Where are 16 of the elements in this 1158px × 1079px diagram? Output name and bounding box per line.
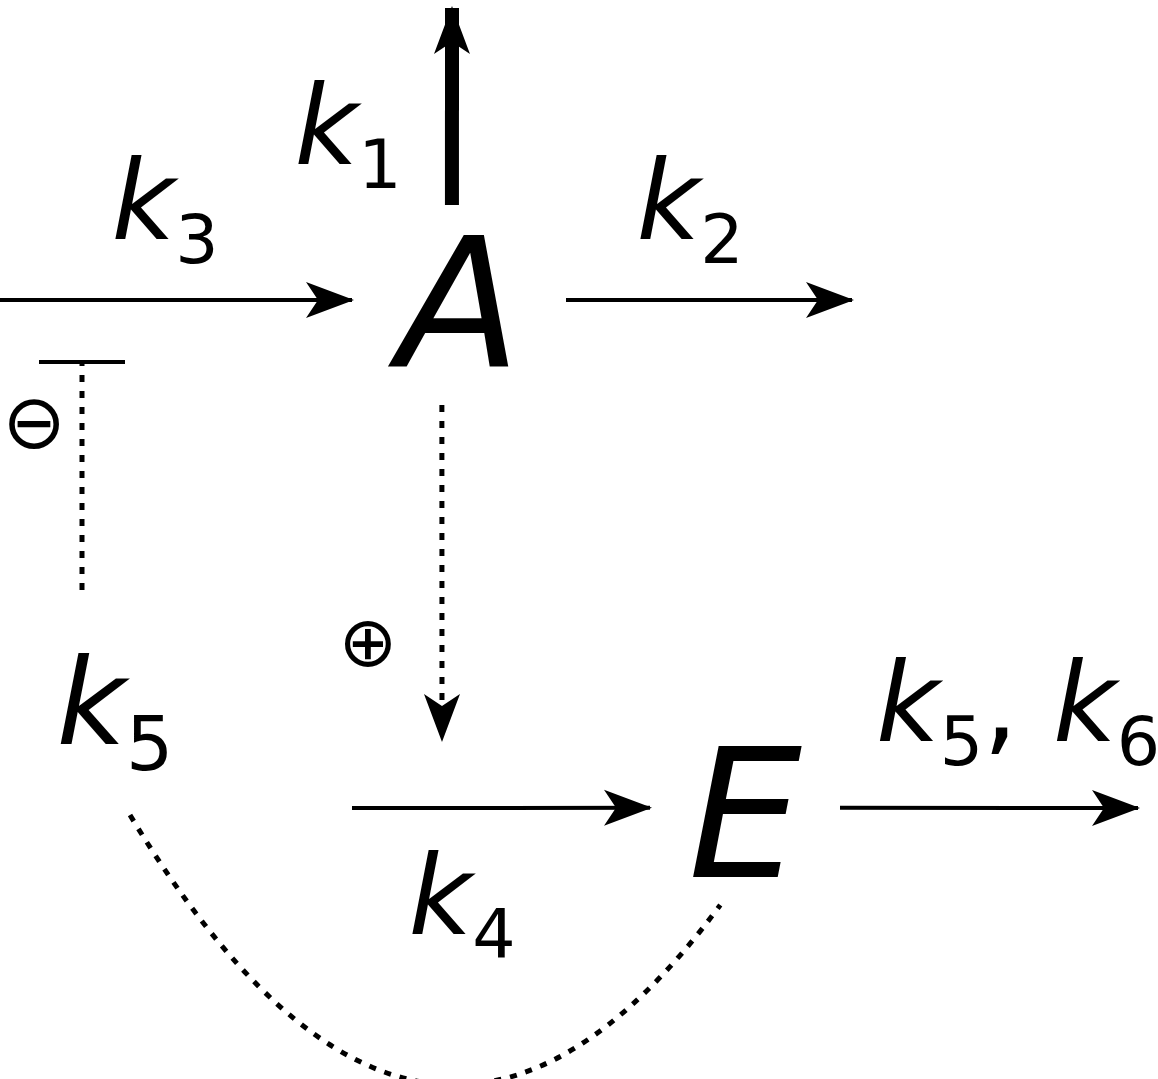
edge-label: k$_{1}$ [294,70,402,200]
variable-label: E [650,725,840,905]
variable-label: k$_{5}$ [40,590,190,815]
edge-label: k$_{3}$ [111,145,219,275]
arrow [840,789,1140,826]
arrow [0,282,354,318]
variable-label: A [352,205,566,405]
arrow [566,282,854,318]
dashed-arrow [424,405,460,742]
arrow [434,6,470,205]
arrow [352,789,652,826]
edge-label: ⊕ [338,607,398,677]
edge-label: k$_{5}$, k$_{6}$ [875,647,1158,777]
edge-label: k$_{4}$ [408,840,516,970]
edge-label: ⊖ [2,384,66,460]
edge-label: k$_{2}$ [636,145,744,275]
